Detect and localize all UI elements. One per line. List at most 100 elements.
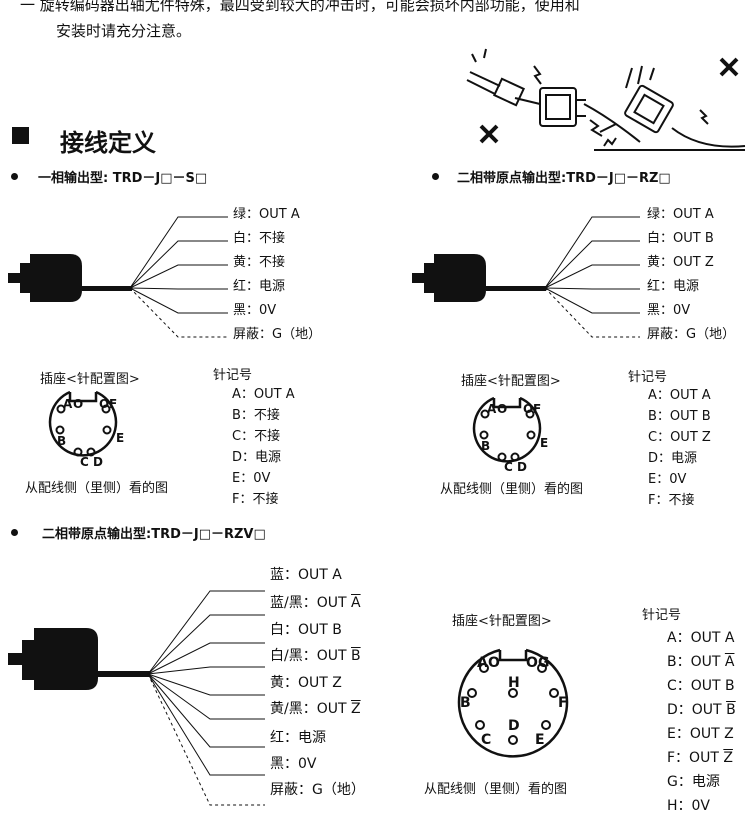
pin-letter: O [526,655,538,671]
wire-label: 白：OUT B [647,231,714,246]
socket-caption-3: 插座<针配置图> [452,614,552,629]
pin-list-2: A：OUT A B：OUT B C：OUT Z D：电源 E：0V F：不接 [648,385,711,511]
wire-label: 白：OUT B [270,622,342,638]
pin-letter: B [460,695,471,711]
wire-label: 红：电源 [647,279,700,294]
pin-letter: B [57,434,67,448]
type-label-rzv: 二相带原点输出型:TRD－J□－RZV□ [42,527,266,542]
pin-letter: O [99,397,110,411]
wire-label: 黄：OUT Z [270,675,342,691]
pin-title-2: 针记号 [628,370,668,385]
pin-letter: C [504,460,513,474]
cable-icon [486,286,546,291]
pin-letter: E [116,431,125,445]
bullet-icon [11,529,18,536]
pin-entry: D：电源 [648,451,698,466]
pin-entry: A：OUT A [648,388,711,403]
wire-label: 黑：0V [647,303,691,318]
view-caption-3: 从配线侧（里侧）看的图 [424,782,568,797]
pin-letter: F [558,695,568,711]
pin-letter: F [533,402,542,416]
pin-entry: C：OUT Z [648,430,711,445]
pin-entry: F：不接 [232,492,279,507]
wire-label: 红：电源 [233,279,286,294]
pin-letter: O [497,402,508,416]
pin-title-3: 针记号 [642,608,682,623]
wire-label: 蓝：OUT A [270,567,342,583]
pin-letter: F [109,397,118,411]
pin-entry: G：电源 [667,774,720,790]
pin-entry: C：不接 [232,429,281,444]
cable-icon [98,671,150,677]
pin-letter: B [481,439,491,453]
bullet-icon [11,173,18,180]
pin-letter: A [63,397,73,411]
encoder-body-icon [34,628,98,690]
encoder-body-icon [434,254,486,302]
wire-label: 白：不接 [233,231,286,246]
pin-entry: A：OUT A [232,387,295,402]
wire-label: 蓝/黑：OUT A [270,595,361,611]
wire-label: 黄/黑：OUT Z [270,701,361,717]
socket-caption-2: 插座<针配置图> [461,374,561,389]
type-label-s: 一相输出型: TRD－J□－S□ [38,171,208,186]
pin-entry: E：0V [232,471,271,486]
pin-entry: F：OUT Z [667,750,733,766]
wire-label: 屏蔽：G（地） [270,782,365,798]
pin-letter: E [535,732,545,748]
notice-line-1: 一 旋转编码器出轴尤件特殊，最四受到较大的冲击时，可能会损坏内部功能，使用和 [20,0,580,14]
encoder-body-icon [30,254,82,302]
pin-entry: B：OUT A [667,654,735,670]
section-square-icon [12,127,29,144]
pin-entry: B：OUT B [648,409,711,424]
notice-line-2: 安装时请充分注意。 [56,22,192,40]
cable-icon [82,286,132,291]
wire-label: 绿：OUT A [647,207,714,222]
pin-entry: D：电源 [232,450,282,465]
pin-letter: C [481,732,492,748]
bullet-icon [432,173,439,180]
pin-letter: O [488,655,500,671]
pin-letter: E [540,436,549,450]
pin-letter: D [93,455,103,469]
pin-entry: E：OUT Z [667,726,734,742]
wire-label: 黑：0V [233,303,277,318]
encoder-shaft-icon [8,273,20,283]
socket-caption-1: 插座<针配置图> [40,372,140,387]
section-title: 接线定义 [60,129,156,157]
pin-letter: O [73,397,84,411]
pin-letter: A [477,655,488,671]
wire-label: 黄：不接 [233,255,286,270]
pin-letter: D [508,718,520,734]
wire-label: 绿：OUT A [233,207,300,222]
wire-label: 屏蔽：G（地） [233,327,322,342]
pin-list-3: A：OUT A B：OUT A C：OUT B D：OUT B E：OUT Z … [667,626,736,818]
pin-entry: F：不接 [648,493,695,508]
pin-entry: E：0V [648,472,687,487]
pin-list-1: A：OUT A B：不接 C：不接 D：电源 E：0V F：不接 [232,384,295,510]
wire-label: 屏蔽：G（地） [647,327,736,342]
wire-label: 黄：OUT Z [647,255,714,270]
pin-letter: O [523,402,534,416]
pin-entry: C：OUT B [667,678,735,694]
pin-letter: H [508,675,520,691]
wire-label: 黑：0V [270,756,317,772]
wire-label: 白/黑：OUT B [270,648,361,664]
pin-title-1: 针记号 [213,368,253,383]
wire-label: 红：电源 [270,730,326,746]
pin-entry: A：OUT A [667,630,735,646]
pin-letter: A [487,402,497,416]
pin-entry: D：OUT B [667,702,736,718]
pin-letter: D [517,460,527,474]
notice-text: 一 旋转编码器出轴尤件特殊，最四受到较大的冲击时，可能会损坏内部功能，使用和 安… [20,0,580,44]
type-label-rz: 二相带原点输出型:TRD－J□－RZ□ [457,171,671,186]
pin-entry: B：不接 [232,408,280,423]
view-caption-1: 从配线侧（里侧）看的图 [25,481,169,496]
pin-letter: G [538,655,550,671]
pin-entry: H：0V [667,798,711,814]
pin-letter: C [80,455,89,469]
view-caption-2: 从配线侧（里侧）看的图 [440,482,584,497]
